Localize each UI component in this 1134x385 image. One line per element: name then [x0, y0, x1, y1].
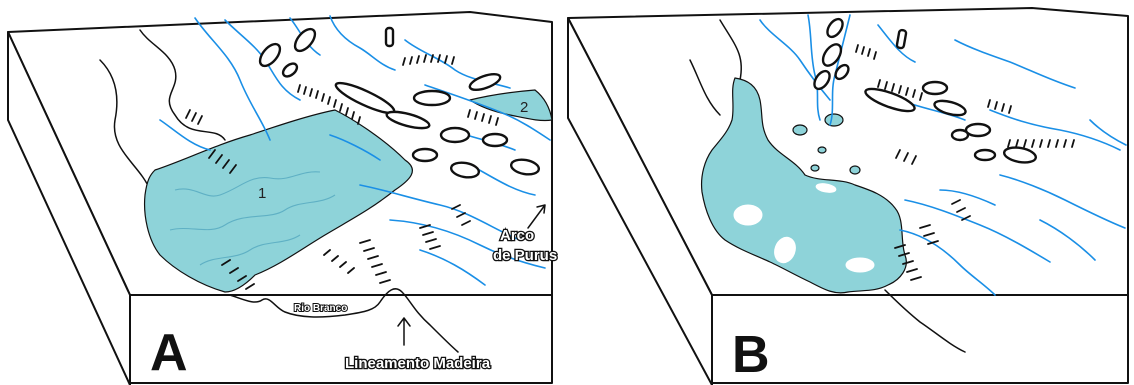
- island-b-3: [845, 257, 875, 273]
- island-b-1: [733, 204, 763, 226]
- island-b-4: [815, 183, 837, 193]
- panel-letter-b: B: [732, 326, 770, 384]
- block-b-front-face: [711, 294, 1129, 384]
- lineamento-madeira-arrow: [397, 317, 411, 346]
- front-face-profile-b: [884, 289, 966, 353]
- basin-margin-line-a: [139, 29, 226, 141]
- block-diagram-b: B: [567, 7, 1129, 385]
- block-a-side-face: [7, 31, 131, 385]
- rio-branco-label: Rio Branco: [294, 303, 347, 314]
- block-diagram-a: 1 2: [7, 11, 558, 385]
- paleolake-2: [468, 89, 553, 122]
- pond-b-4: [849, 165, 861, 175]
- arco-de-purus-label-line1: Arco: [500, 227, 534, 244]
- basin-margin-line-a2: [99, 59, 151, 191]
- structural-domes-b: [813, 17, 1038, 164]
- basin-margin-line-b2: [689, 59, 721, 116]
- lineamento-madeira-label: Lineamento Madeira: [345, 355, 491, 372]
- fault-scarps-a: [185, 54, 499, 290]
- arco-de-purus-arrow: [527, 204, 546, 229]
- fault-scarps-b: [855, 44, 1075, 281]
- lake-1-inner-channel-2: [169, 194, 336, 231]
- pond-b-2: [792, 124, 808, 136]
- arco-de-purus-label-line2: de Purus: [493, 247, 557, 264]
- block-a-front-face: [129, 294, 553, 384]
- panel-letter-a: A: [150, 324, 188, 382]
- island-b-2: [774, 236, 796, 264]
- pond-b-3: [817, 146, 827, 154]
- front-face-profile-a: [229, 288, 459, 353]
- lake-2-label: 2: [520, 99, 528, 116]
- lake-1-label: 1: [258, 185, 266, 202]
- structural-domes-a: [258, 26, 541, 179]
- pond-b-1: [824, 113, 844, 127]
- flooded-area-b: [700, 77, 907, 294]
- lake-1-inner-channel: [174, 171, 321, 197]
- block-b-side-face: [567, 17, 713, 385]
- pond-b-5: [810, 164, 820, 172]
- lake-1-inner-channel-3: [199, 234, 301, 266]
